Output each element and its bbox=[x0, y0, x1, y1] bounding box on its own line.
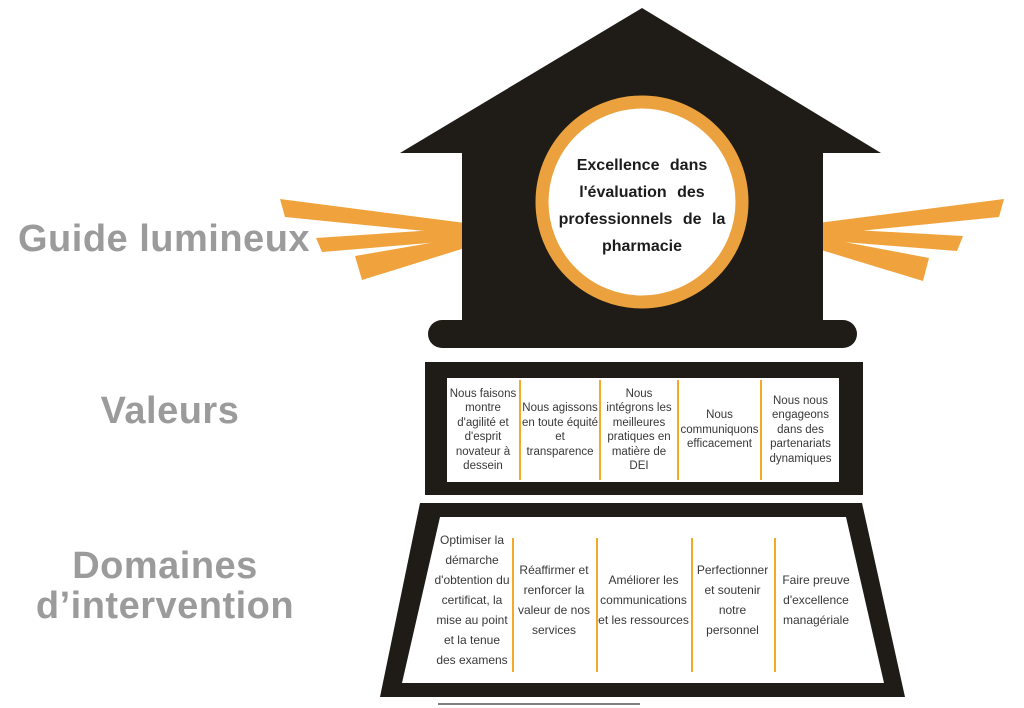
domain-cell: Améliorer les communications et les ress… bbox=[598, 573, 689, 627]
domain-cell: Optimiser la démarche d'obtention du cer… bbox=[434, 533, 510, 667]
house-roof-icon bbox=[400, 8, 881, 153]
mission-statement: Excellence dans l'évaluation des profess… bbox=[547, 150, 737, 262]
value-cell: Nous communiquons efficacement bbox=[680, 409, 759, 451]
label-domaines-line1: Domaines bbox=[72, 545, 258, 587]
values-separator bbox=[519, 380, 521, 480]
mission-line: Excellence dans bbox=[576, 157, 708, 174]
domain-cell: Faire preuve d'excellence managériale bbox=[782, 573, 850, 627]
domains-separator bbox=[774, 538, 776, 672]
value-cell: Nous faisons montre d'agilité et d'espri… bbox=[449, 387, 517, 473]
domain-cell: Perfectionner et soutenir notre personne… bbox=[696, 563, 769, 637]
domains-separator bbox=[596, 538, 598, 672]
values-separator bbox=[599, 380, 601, 480]
mission-line: pharmacie bbox=[601, 238, 683, 255]
domains-separator bbox=[691, 538, 693, 672]
domains-panel bbox=[402, 517, 884, 683]
light-beam-right-top-icon bbox=[818, 199, 1004, 235]
values-separator bbox=[760, 380, 762, 480]
mission-line: professionnels de la bbox=[558, 211, 726, 228]
value-cell: Nous nous engageons dans des partenariat… bbox=[769, 394, 832, 465]
domain-cell: Réaffirmer et renforcer la valeur de nos… bbox=[517, 563, 591, 637]
value-cell: Nous agissons en toute équité et transpa… bbox=[521, 402, 599, 458]
label-domaines: Domaines d’intervention bbox=[20, 546, 310, 626]
light-beam-left-top-icon bbox=[280, 199, 465, 235]
values-separator bbox=[677, 380, 679, 480]
mission-line: l'évaluation des bbox=[579, 184, 705, 201]
label-guide-lumineux: Guide lumineux bbox=[18, 218, 311, 260]
base-shadow-line bbox=[438, 703, 640, 705]
house-base-icon bbox=[428, 320, 857, 348]
label-domaines-line2: d’intervention bbox=[35, 585, 295, 627]
light-beam-right-bottom-icon bbox=[818, 237, 929, 281]
beacon-circle-icon bbox=[535, 95, 749, 309]
value-cell: Nous intégrons les meilleures pratiques … bbox=[606, 387, 672, 473]
values-band bbox=[447, 378, 839, 482]
light-beam-left-bottom-icon bbox=[355, 237, 465, 280]
light-beam-left-middle-icon bbox=[316, 228, 465, 252]
light-beam-right-middle-icon bbox=[818, 228, 963, 251]
label-valeurs: Valeurs bbox=[100, 390, 240, 432]
domains-separator bbox=[512, 538, 514, 672]
